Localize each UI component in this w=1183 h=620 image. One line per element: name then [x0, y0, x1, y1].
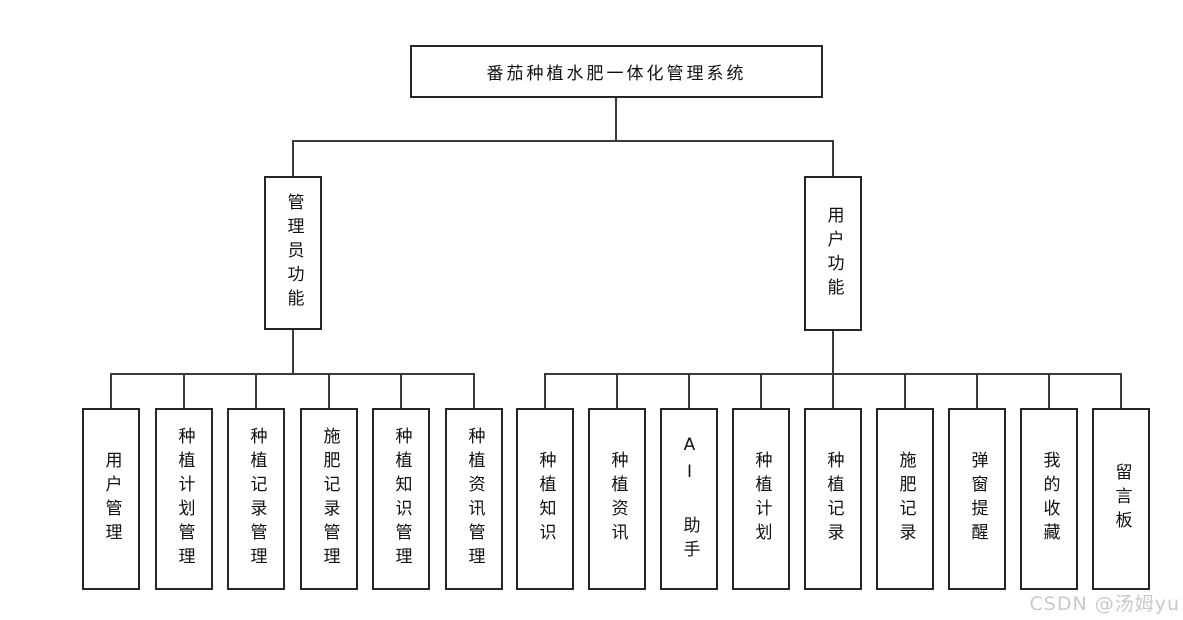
connector-leaf-stub	[400, 373, 402, 408]
connector-leaf-stub	[688, 373, 690, 408]
leaf-node-label: 种植计划	[751, 451, 772, 547]
connector-leaf-stub	[328, 373, 330, 408]
leaf-node-label: 种植资讯	[607, 451, 628, 547]
leaf-node-label: 种植资讯管理	[464, 427, 485, 571]
connector-user-to-bus	[832, 331, 834, 373]
connector-user-drop	[832, 140, 834, 176]
leaf-node-label: 种植知识管理	[391, 427, 412, 571]
leaf-node-planting-record-management: 种植记录管理	[227, 408, 285, 590]
leaf-node-planting-plan: 种植计划	[732, 408, 790, 590]
connector-admin-leaf-bus	[110, 373, 475, 375]
connector-leaf-stub	[1048, 373, 1050, 408]
leaf-node-label: 种植记录	[823, 451, 844, 547]
connector-leaf-stub	[760, 373, 762, 408]
connector-leaf-stub	[255, 373, 257, 408]
leaf-node-planting-plan-management: 种植计划管理	[155, 408, 213, 590]
leaf-node-label: 我的收藏	[1039, 451, 1060, 547]
connector-leaf-stub	[832, 373, 834, 408]
branch-node-user: 用户功能	[804, 176, 862, 331]
root-node-label: 番茄种植水肥一体化管理系统	[486, 64, 747, 84]
leaf-node-label: 种植记录管理	[246, 427, 267, 571]
connector-leaf-stub	[616, 373, 618, 408]
watermark: CSDN @汤姆yu	[1029, 593, 1180, 615]
leaf-node-label: 施肥记录管理	[319, 427, 340, 571]
leaf-node-label: AI 助手	[679, 434, 700, 564]
leaf-node-planting-knowledge-management: 种植知识管理	[372, 408, 430, 590]
connector-branch-bus	[292, 140, 834, 142]
leaf-node-message-board: 留言板	[1092, 408, 1150, 590]
connector-leaf-stub	[544, 373, 546, 408]
leaf-node-planting-news-management: 种植资讯管理	[445, 408, 503, 590]
leaf-node-label: 弹窗提醒	[967, 451, 988, 547]
leaf-node-label: 种植计划管理	[174, 427, 195, 571]
leaf-node-fertilizing-record: 施肥记录	[876, 408, 934, 590]
leaf-node-ai-assistant: AI 助手	[660, 408, 718, 590]
connector-leaf-stub	[473, 373, 475, 408]
leaf-node-popup-reminder: 弹窗提醒	[948, 408, 1006, 590]
leaf-node-label: 施肥记录	[895, 451, 916, 547]
branch-node-admin-label: 管理员功能	[283, 193, 304, 313]
connector-admin-drop	[292, 140, 294, 176]
connector-leaf-stub	[110, 373, 112, 408]
branch-node-user-label: 用户功能	[823, 205, 844, 302]
connector-leaf-stub	[1120, 373, 1122, 408]
leaf-node-my-favorites: 我的收藏	[1020, 408, 1078, 590]
leaf-node-label: 用户管理	[101, 451, 122, 547]
leaf-node-user-management: 用户管理	[82, 408, 140, 590]
connector-root-drop	[615, 98, 617, 140]
leaf-node-fertilizing-record-management: 施肥记录管理	[300, 408, 358, 590]
leaf-node-planting-record: 种植记录	[804, 408, 862, 590]
leaf-node-planting-knowledge: 种植知识	[516, 408, 574, 590]
leaf-node-label: 种植知识	[535, 451, 556, 547]
connector-leaf-stub	[904, 373, 906, 408]
leaf-node-label: 留言板	[1111, 463, 1132, 535]
connector-leaf-stub	[183, 373, 185, 408]
root-node: 番茄种植水肥一体化管理系统	[410, 45, 823, 98]
connector-leaf-stub	[976, 373, 978, 408]
connector-admin-to-bus	[292, 330, 294, 373]
branch-node-admin: 管理员功能	[264, 176, 322, 330]
leaf-node-planting-news: 种植资讯	[588, 408, 646, 590]
